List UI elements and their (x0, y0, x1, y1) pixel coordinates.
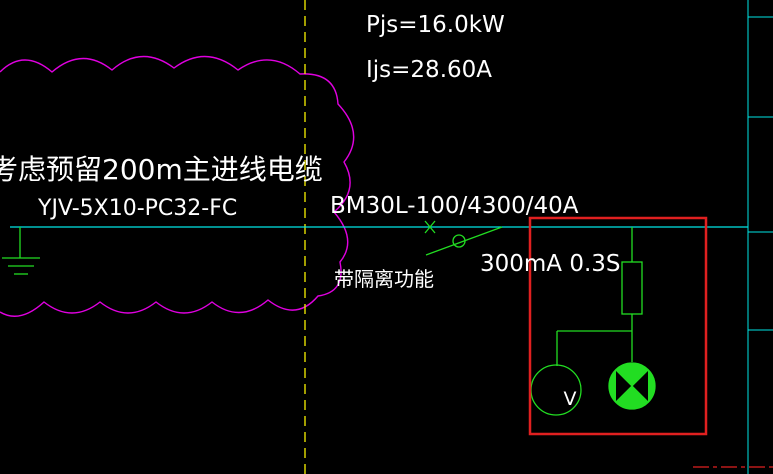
breaker-model-label: BM30L-100/4300/40A (330, 193, 579, 219)
metering-branch (556, 227, 643, 366)
rcd-rating-label: 300mA 0.3S (480, 251, 621, 277)
right-border (747, 0, 773, 474)
isolation-note-label: 带隔离功能 (334, 267, 434, 291)
breaker-symbol (424, 220, 503, 256)
revision-cloud (0, 55, 355, 317)
indicator-lamp-symbol (608, 362, 656, 410)
cable-note-label: 考虑预留200m主进线电缆 (0, 153, 323, 186)
ground-symbol (2, 227, 40, 275)
pjs-label: Pjs=16.0kW (366, 12, 505, 38)
voltmeter-letter: V (564, 388, 577, 410)
cable-spec-label: YJV-5X10-PC32-FC (37, 196, 237, 221)
ijs-label: Ijs=28.60A (366, 57, 492, 83)
highlight-box (528, 216, 708, 436)
